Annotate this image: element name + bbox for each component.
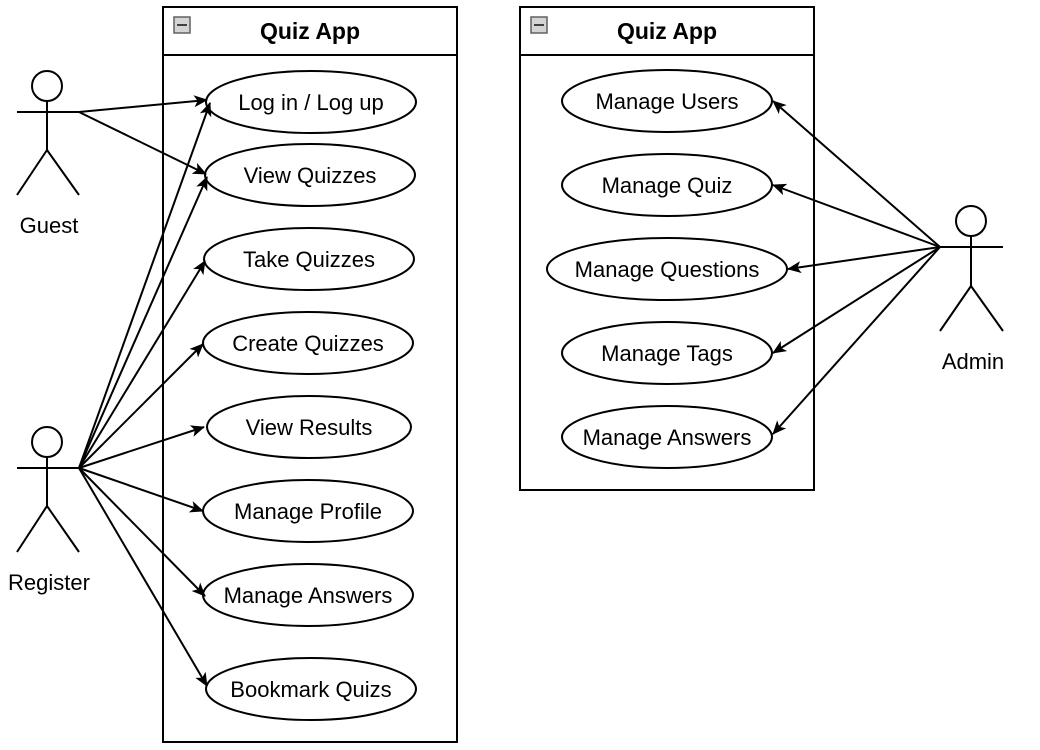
association-arrow xyxy=(78,102,212,469)
use-case-label: Take Quizzes xyxy=(243,247,375,272)
use-case-label: Manage Profile xyxy=(234,499,382,524)
association-arrow xyxy=(78,176,208,469)
actor-admin[interactable]: Admin xyxy=(939,205,1004,374)
use-case-label: View Quizzes xyxy=(244,163,377,188)
association-arrow xyxy=(78,260,206,469)
use-case-manage-profile[interactable]: Manage Profile xyxy=(202,479,414,543)
use-case-label: Manage Tags xyxy=(601,341,733,366)
collapse-icon[interactable] xyxy=(173,16,191,34)
association-arrow xyxy=(78,467,204,513)
use-case-manage-answers[interactable]: Manage Answers xyxy=(202,563,414,627)
association-arrow xyxy=(772,246,941,354)
right-system-title: Quiz App xyxy=(617,18,717,44)
association-arrow xyxy=(78,467,208,687)
association-arrow xyxy=(78,425,205,469)
left-system-title: Quiz App xyxy=(260,18,360,44)
use-case-label: View Results xyxy=(246,415,373,440)
collapse-icon[interactable] xyxy=(530,16,548,34)
use-case-take-quizzes[interactable]: Take Quizzes xyxy=(203,227,415,291)
use-case-log-in[interactable]: Log in / Log up xyxy=(205,70,417,134)
use-case-label: Manage Users xyxy=(595,89,738,114)
use-case-label: Manage Quiz xyxy=(602,173,733,198)
use-case-manage-questions[interactable]: Manage Questions xyxy=(546,237,788,301)
use-case-label: Bookmark Quizs xyxy=(230,677,391,702)
use-case-view-results[interactable]: View Results xyxy=(206,395,412,459)
use-case-label: Log in / Log up xyxy=(238,90,384,115)
association-arrow xyxy=(772,100,941,248)
guest-associations xyxy=(78,95,208,175)
use-case-bookmark-quizs[interactable]: Bookmark Quizs xyxy=(205,657,417,721)
use-case-label: Manage Answers xyxy=(224,583,393,608)
use-case-view-quizzes[interactable]: View Quizzes xyxy=(204,143,416,207)
association-arrow xyxy=(78,111,207,175)
use-case-label: Manage Answers xyxy=(583,425,752,450)
use-case-manage-quiz[interactable]: Manage Quiz xyxy=(561,153,773,217)
association-arrow xyxy=(78,343,204,469)
admin-associations xyxy=(772,100,941,435)
association-arrow xyxy=(772,246,941,435)
association-arrow xyxy=(78,95,208,113)
use-case-manage-answers-admin[interactable]: Manage Answers xyxy=(561,405,773,469)
actor-guest[interactable]: Guest xyxy=(16,70,80,238)
association-arrow xyxy=(772,183,941,248)
actor-admin-label: Admin xyxy=(942,349,1004,374)
association-arrow xyxy=(78,467,206,597)
register-associations xyxy=(78,102,212,687)
association-arrow xyxy=(787,246,941,274)
use-case-create-quizzes[interactable]: Create Quizzes xyxy=(202,311,414,375)
actor-guest-label: Guest xyxy=(20,213,79,238)
use-case-label: Manage Questions xyxy=(575,257,760,282)
actor-register-label: Register xyxy=(8,570,90,595)
actor-register[interactable]: Register xyxy=(8,426,90,595)
use-case-manage-tags[interactable]: Manage Tags xyxy=(561,321,773,385)
use-case-label: Create Quizzes xyxy=(232,331,384,356)
use-case-manage-users[interactable]: Manage Users xyxy=(561,69,773,133)
